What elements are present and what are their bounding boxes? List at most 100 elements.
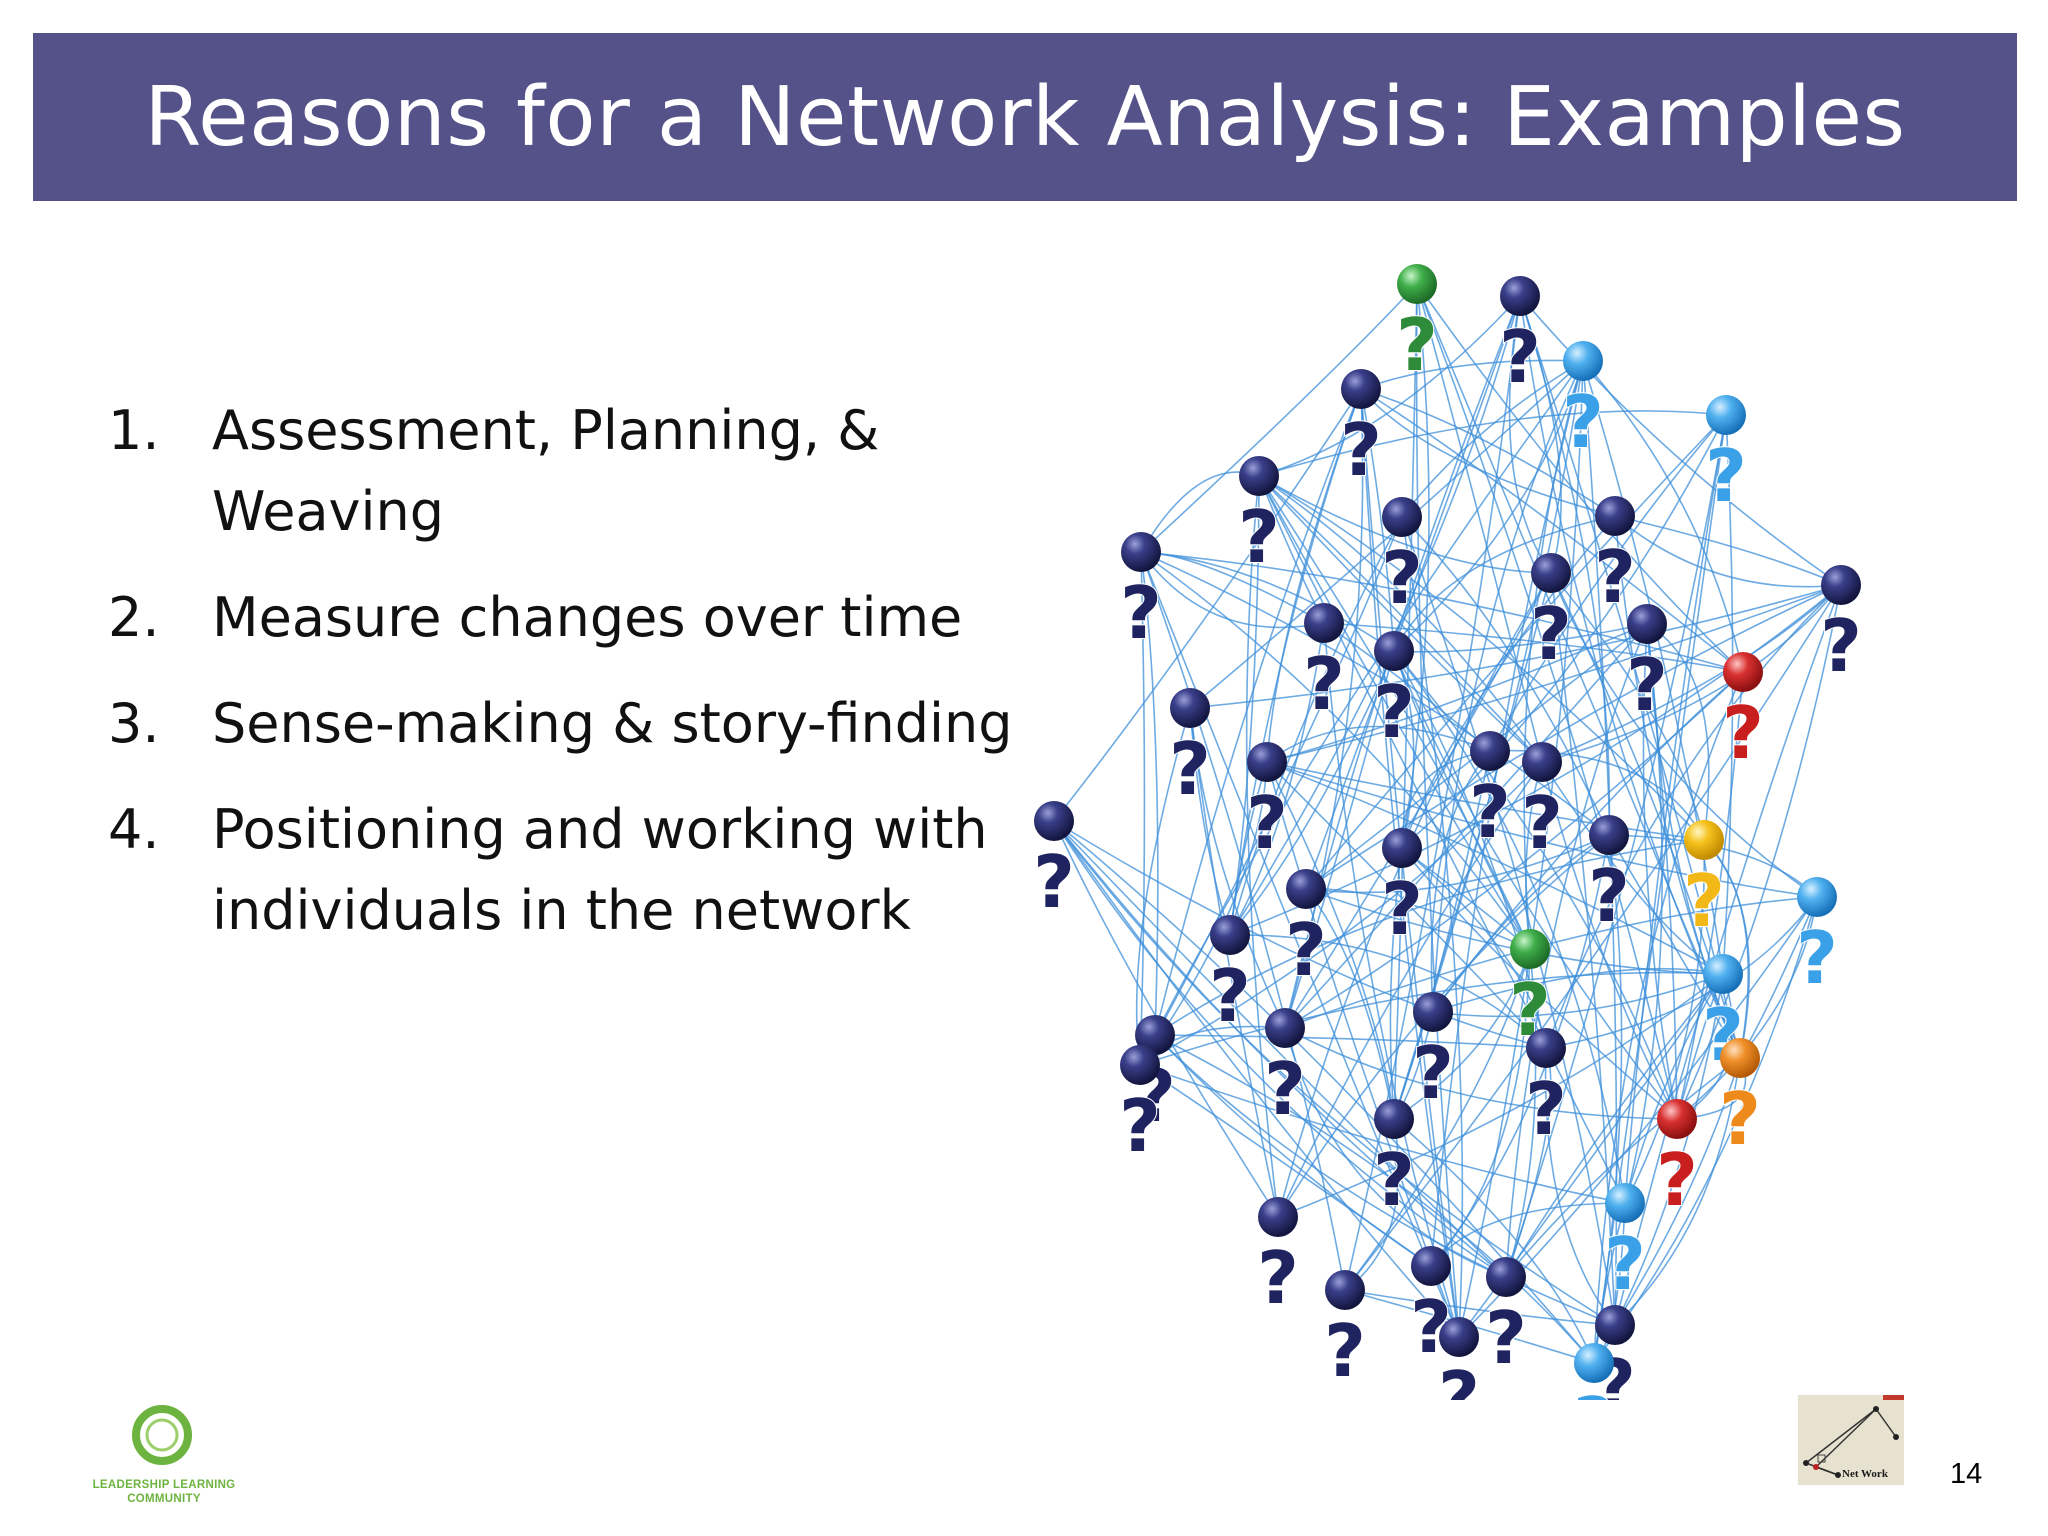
list-item-text: Sense-making & story-finding: [212, 692, 1013, 755]
network-edge: [1229, 388, 1362, 936]
network-node-icon: ?: [1284, 869, 1328, 993]
network-edge: [1541, 584, 1842, 763]
network-edge: [1401, 847, 1678, 1120]
node-ball: [1439, 1317, 1479, 1357]
network-node-icon: ?: [1587, 815, 1631, 939]
list-item-text: Positioning and working with individuals…: [212, 798, 988, 942]
slide-title: Reasons for a Network Analysis: Examples: [144, 69, 1906, 165]
network-node-icon: ?: [1372, 1099, 1416, 1223]
network-edge: [1519, 295, 1842, 586]
network-edge: [1053, 820, 1507, 1278]
node-question-mark: ?: [1119, 1084, 1161, 1168]
network-edge: [1393, 650, 1678, 1120]
network-edge: [1360, 388, 1395, 652]
network-node-icon: ?: [1561, 341, 1605, 465]
network-edge: [1258, 475, 1543, 763]
node-question-mark: ?: [1209, 954, 1251, 1038]
network-edge: [1258, 410, 1727, 477]
network-edge: [1258, 295, 1521, 477]
network-edge: [1284, 388, 1364, 1029]
network-node-icon: ?: [1411, 992, 1455, 1116]
network-edge: [1415, 283, 1460, 1338]
node-question-mark: ?: [1719, 1077, 1761, 1161]
network-edge: [1258, 475, 1552, 574]
network-edge: [1284, 896, 1818, 1029]
node-ball: [1723, 652, 1763, 692]
node-ball: [1397, 264, 1437, 304]
list-item-number: 1.: [108, 399, 160, 462]
network-edges: [1053, 283, 1842, 1364]
network-node-icon: ?: [1437, 1317, 1481, 1400]
node-ball: [1286, 869, 1326, 909]
network-edge: [1389, 847, 1403, 1120]
node-ball: [1258, 1197, 1298, 1237]
network-node-icon: ?: [1208, 915, 1252, 1039]
node-ball: [1706, 395, 1746, 435]
network-node-icon: ?: [1118, 1045, 1162, 1169]
node-ball: [1121, 532, 1161, 572]
network-edge: [1393, 623, 1648, 653]
node-question-mark: ?: [1469, 770, 1511, 854]
network-edge: [1646, 623, 1741, 1059]
network-edge: [1360, 359, 1584, 390]
network-edge: [1344, 1289, 1616, 1326]
node-ball: [1605, 1183, 1645, 1223]
node-question-mark: ?: [1656, 1138, 1698, 1222]
node-ball: [1170, 688, 1210, 728]
node-question-mark: ?: [1340, 408, 1382, 492]
node-ball: [1720, 1038, 1760, 1078]
network-node-icon: ?: [1593, 1305, 1637, 1400]
network-edge: [1139, 1064, 1432, 1267]
network-edge: [1154, 388, 1362, 1036]
network-edge: [1154, 1034, 1595, 1364]
node-ball: [1500, 276, 1540, 316]
node-ball: [1627, 604, 1667, 644]
network-edge: [1519, 295, 1741, 1059]
network-edge: [1393, 750, 1491, 1120]
network-edge: [1393, 515, 1616, 652]
node-ball: [1034, 801, 1074, 841]
network-node-icon: ?: [1718, 1038, 1762, 1162]
network-node-icon: ?: [1395, 264, 1439, 388]
network-edge: [1614, 973, 1724, 1326]
network-edge: [1523, 360, 1584, 950]
network-edge: [1416, 283, 1741, 1059]
network-edge: [1593, 896, 1818, 1364]
network-node-icon: ?: [1682, 820, 1726, 944]
list-item: 2. Measure changes over time: [108, 577, 1048, 658]
network-edge: [1624, 839, 1706, 1204]
node-ball: [1210, 915, 1250, 955]
network-node-icon: ?: [1520, 742, 1564, 866]
network-node-icon: ?: [1603, 1183, 1647, 1307]
network-node-icon: ?: [1625, 604, 1669, 728]
node-ball: [1522, 742, 1562, 782]
network-edge: [1458, 360, 1584, 1338]
network-edge: [1323, 622, 1744, 673]
network-edge: [1393, 948, 1531, 1120]
network-edge: [1053, 388, 1362, 822]
network-edge: [1140, 551, 1460, 1338]
network-edge: [1229, 516, 1403, 936]
network-node-icon: ?: [1704, 395, 1748, 519]
node-question-mark: ?: [1626, 643, 1668, 727]
network-edge: [1505, 623, 1648, 1278]
network-edge: [1140, 283, 1418, 553]
node-ball: [1797, 877, 1837, 917]
list-item-number: 2.: [108, 586, 160, 649]
node-question-mark: ?: [1499, 315, 1541, 399]
node-question-mark: ?: [1373, 670, 1415, 754]
node-question-mark: ?: [1410, 1285, 1452, 1369]
node-question-mark: ?: [1438, 1356, 1480, 1400]
network-edge: [1258, 475, 1543, 763]
network-edge: [1344, 584, 1842, 1291]
network-edge: [1582, 360, 1744, 673]
network-edge: [1416, 283, 1543, 763]
network-edge: [1305, 834, 1610, 894]
node-question-mark: ?: [1396, 303, 1438, 387]
network-edge: [1139, 761, 1268, 1066]
node-ball: [1595, 496, 1635, 536]
network-edge: [1401, 414, 1727, 849]
node-ball: [1470, 731, 1510, 771]
node-question-mark: ?: [1573, 1382, 1615, 1400]
network-node-icon: ?: [1468, 731, 1512, 855]
